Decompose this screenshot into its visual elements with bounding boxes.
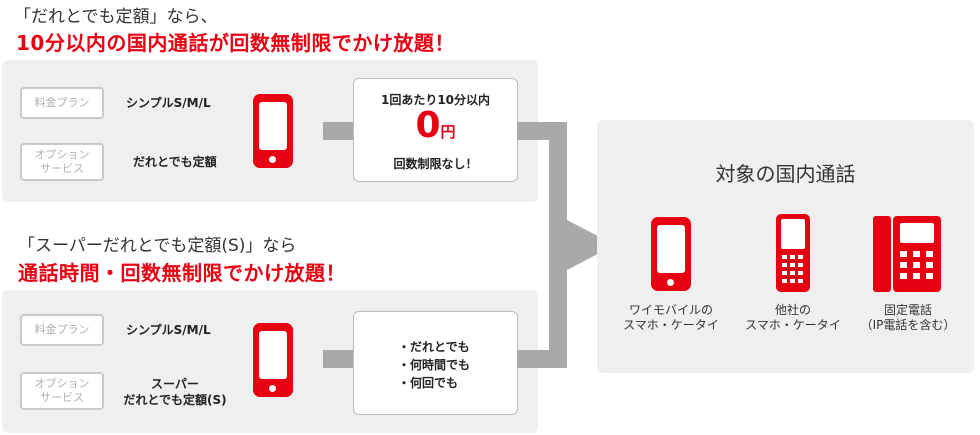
option-label-line2: サービス [40,391,84,404]
target-item-caption: ワイモバイルの スマホ・ケータイ [618,303,724,333]
card-bottom-text: 回数制限なし！ [393,157,478,171]
plan-label-tag: 料金プラン [20,87,104,119]
section1-heading-main: 10分以内の国内通話が回数無制限でかけ放題！ [16,31,455,55]
card-price-number: 0 [415,105,441,146]
option-label-tag: オプションサービス [20,143,104,181]
smartphone-icon [253,94,293,168]
target-item-line1: 他社の [774,303,811,317]
section2-heading-main: 通話時間・回数無制限でかけ放題！ [18,261,346,285]
card-price: 0円 [354,105,517,146]
option-value-line1: スーパー [151,377,199,391]
target-item-line2: （IP電話を含む） [860,318,956,332]
landline-phone-icon [873,216,941,292]
option-value: スーパー だれとでも定額(S) [117,376,233,408]
smartphone-icon [651,217,691,291]
target-item-caption: 固定電話 （IP電話を含む） [853,303,963,333]
arrow-right-icon [567,220,615,270]
plan-value: シンプルS/M/L [126,323,211,337]
section2-heading-sub: 「スーパーだれとでも定額(S)」なら [18,236,297,256]
card-list-item: ・何時間でも [398,358,471,372]
card-list: ・だれとでも ・何時間でも ・何回でも [398,338,470,392]
card-top-text: 1回あたり10分以内 [380,93,491,107]
bracket-vertical [549,122,567,368]
section1-result-card: 1回あたり10分以内 0円 回数制限なし！ [353,78,518,182]
connector-bar [323,122,355,140]
option-value-line2: だれとでも定額(S) [123,393,227,407]
target-item-line2: スマホ・ケータイ [745,318,841,332]
target-item-line1: 固定電話 [883,303,932,317]
feature-phone-icon [776,214,810,292]
card-price-unit: 円 [440,123,456,141]
target-title: 対象の国内通話 [715,162,856,186]
option-label-line1: オプション [34,377,90,390]
section2-result-card: ・だれとでも ・何時間でも ・何回でも [353,311,518,415]
section1-heading-sub: 「だれとでも定額」なら、 [14,7,218,27]
target-item-caption: 他社の スマホ・ケータイ [740,303,846,333]
card-list-item: ・何回でも [398,376,459,390]
smartphone-icon [253,323,293,397]
option-value: だれとでも定額 [133,155,217,169]
connector-bar [323,350,355,368]
plan-label-tag: 料金プラン [20,314,104,346]
target-item-line2: スマホ・ケータイ [623,318,719,332]
option-label-tag: オプションサービス [20,372,104,410]
plan-value: シンプルS/M/L [126,96,211,110]
option-label-line2: サービス [40,162,84,175]
option-label-line1: オプション [34,148,90,161]
card-list-item: ・だれとでも [398,340,470,354]
target-item-line1: ワイモバイルの [628,303,713,317]
